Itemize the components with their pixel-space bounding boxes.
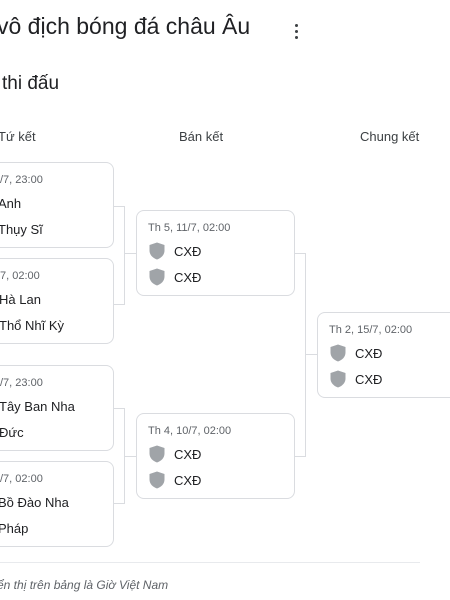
bracket-connector xyxy=(124,253,136,254)
team-name: Anh xyxy=(0,196,22,211)
team-name: CXĐ xyxy=(355,345,383,361)
bracket-connector xyxy=(124,456,136,457)
match-card-sf1[interactable]: Th 5, 11/7, 02:00 CXĐ CXĐ xyxy=(136,210,295,296)
page-title: vô địch bóng đá châu Âu xyxy=(0,13,251,39)
team-name: CXĐ xyxy=(174,243,202,259)
section-subtitle: thi đấu xyxy=(2,73,60,94)
team-name: Thổ Nhĩ Kỳ xyxy=(0,318,65,333)
match-card-qf4[interactable]: /7, 02:00 Bồ Đào Nha Pháp xyxy=(0,461,114,547)
team-row: CXĐ xyxy=(149,242,201,260)
match-card-qf2[interactable]: 7, 02:00 Hà Lan Thổ Nhĩ Kỳ xyxy=(0,258,114,344)
team-name: Thụy Sĩ xyxy=(0,222,43,237)
bracket-connector xyxy=(305,253,306,457)
team-name: CXĐ xyxy=(174,446,202,462)
match-card-qf3[interactable]: /7, 23:00 Tây Ban Nha Đức xyxy=(0,365,114,451)
bracket-connector xyxy=(124,206,125,305)
shield-icon xyxy=(330,344,346,362)
team-name: Tây Ban Nha xyxy=(0,399,75,414)
bracket-connector xyxy=(114,503,124,504)
round-label-final: Chung kết xyxy=(360,129,420,144)
match-date: Th 4, 10/7, 02:00 xyxy=(148,425,232,437)
bracket-connector xyxy=(295,253,306,254)
bracket-connector xyxy=(305,354,317,355)
match-card-sf2[interactable]: Th 4, 10/7, 02:00 CXĐ CXĐ xyxy=(136,413,295,499)
shield-icon xyxy=(149,242,165,260)
match-date: Th 2, 15/7, 02:00 xyxy=(329,324,413,336)
match-date: Th 5, 11/7, 02:00 xyxy=(148,222,231,234)
shield-icon xyxy=(149,471,165,489)
team-name: Hà Lan xyxy=(0,292,41,307)
footer-divider xyxy=(0,562,420,563)
team-row: CXĐ xyxy=(149,445,201,463)
team-name: Pháp xyxy=(0,521,29,536)
bracket-connector xyxy=(114,408,124,409)
team-row: CXĐ xyxy=(149,268,201,286)
match-date: /7, 23:00 xyxy=(0,377,43,389)
team-row: CXĐ xyxy=(330,370,382,388)
team-name: Đức xyxy=(0,425,24,440)
team-row: CXĐ xyxy=(149,471,201,489)
match-date: 7, 02:00 xyxy=(0,270,40,282)
timezone-note: ển thị trên bảng là Giờ Việt Nam xyxy=(0,578,169,592)
match-card-qf1[interactable]: /7, 23:00 Anh Thụy Sĩ xyxy=(0,162,114,248)
bracket-connector xyxy=(114,206,124,207)
match-date: /7, 23:00 xyxy=(0,174,43,186)
shield-icon xyxy=(149,445,165,463)
team-name: CXĐ xyxy=(174,472,202,488)
match-card-final[interactable]: Th 2, 15/7, 02:00 CXĐ CXĐ xyxy=(317,312,450,398)
match-date: /7, 02:00 xyxy=(0,473,43,485)
more-vert-icon[interactable] xyxy=(295,24,299,40)
team-row: CXĐ xyxy=(330,344,382,362)
shield-icon xyxy=(330,370,346,388)
team-name: CXĐ xyxy=(174,269,202,285)
bracket-connector xyxy=(114,304,124,305)
team-name: Bồ Đào Nha xyxy=(0,495,69,510)
bracket-connector xyxy=(295,456,306,457)
round-label-semifinal: Bán kết xyxy=(179,129,224,144)
team-name: CXĐ xyxy=(355,371,383,387)
round-label-quarterfinal: Tứ kết xyxy=(0,129,36,144)
shield-icon xyxy=(149,268,165,286)
